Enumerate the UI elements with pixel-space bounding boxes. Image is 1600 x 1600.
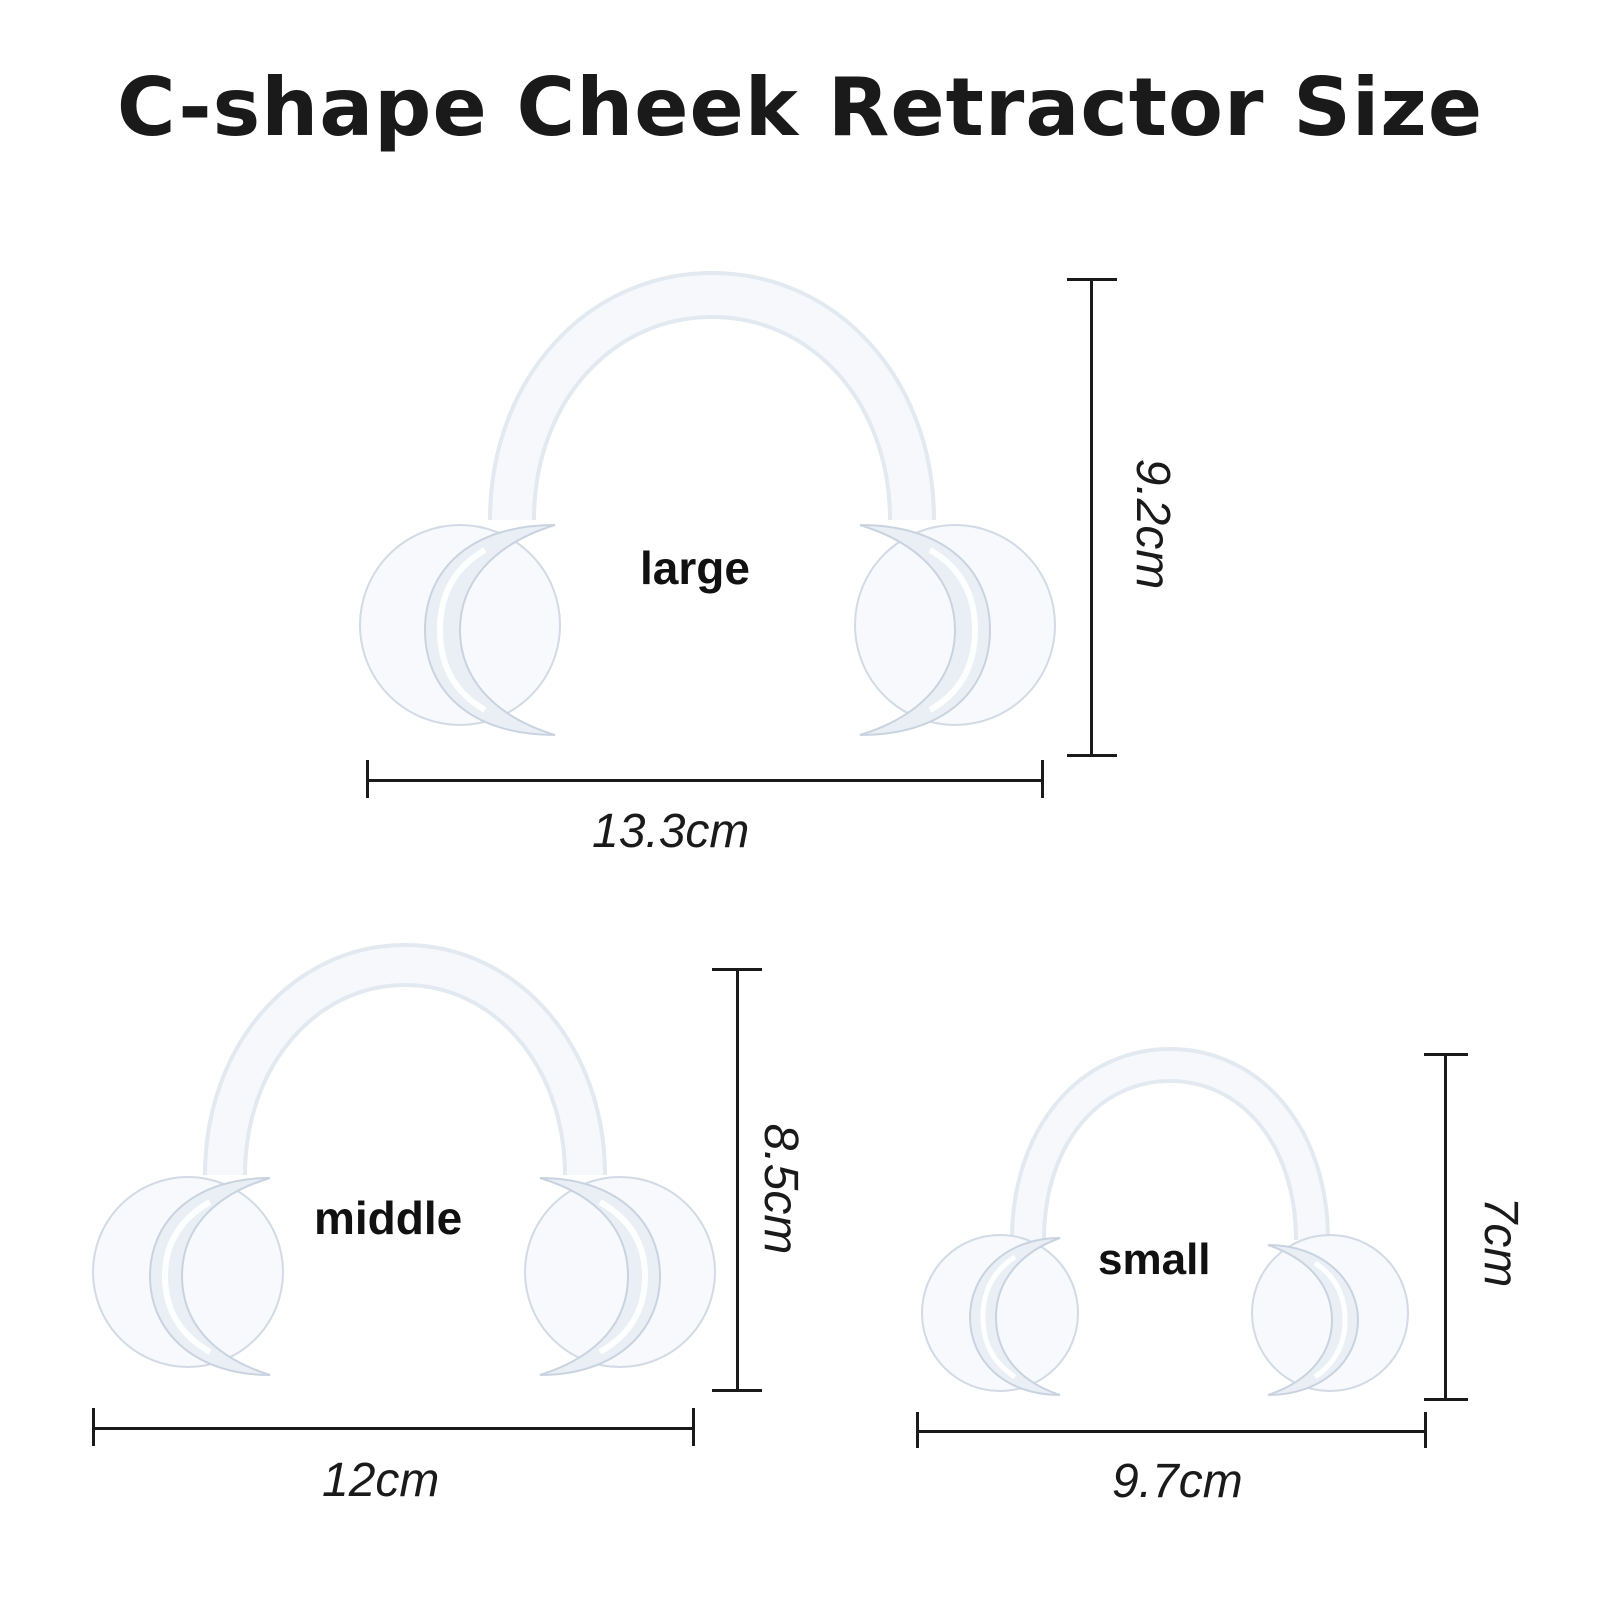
width-dimension-tick-left-large [366, 760, 369, 798]
height-value-middle: 8.5cm [754, 1123, 807, 1255]
width-value-small: 9.7cm [1112, 1455, 1243, 1508]
large-retractor-image [359, 270, 1056, 736]
height-value-large: 9.2cm [1126, 458, 1179, 590]
height-dimension-line-middle [736, 970, 739, 1390]
height-dimension-line-large [1090, 280, 1093, 755]
width-dimension-tick-left-small [916, 1412, 919, 1448]
page-title: C-shape Cheek Retractor Size [116, 61, 1484, 154]
height-dimension-tick-bottom-middle [712, 1389, 762, 1392]
height-dimension-tick-bottom-large [1067, 754, 1117, 757]
width-value-middle: 12cm [322, 1454, 440, 1507]
height-dimension-tick-top-middle [712, 968, 762, 971]
width-dimension-tick-right-middle [692, 1408, 695, 1446]
height-dimension-tick-bottom-small [1424, 1398, 1468, 1401]
middle-retractor-image [92, 942, 716, 1376]
height-dimension-line-small [1444, 1055, 1447, 1400]
height-value-small: 7cm [1474, 1196, 1527, 1288]
size-label-small: small [1098, 1235, 1211, 1284]
size-label-middle: middle [314, 1192, 463, 1244]
width-value-large: 13.3cm [592, 805, 750, 858]
height-dimension-tick-top-small [1424, 1053, 1468, 1056]
small-retractor-image [921, 1046, 1409, 1396]
width-dimension-tick-right-small [1424, 1412, 1427, 1448]
width-dimension-line-middle [94, 1427, 694, 1430]
width-dimension-tick-left-middle [92, 1408, 95, 1446]
width-dimension-line-large [368, 779, 1043, 782]
width-dimension-tick-right-large [1041, 760, 1044, 798]
height-dimension-tick-top-large [1067, 278, 1117, 281]
size-label-large: large [640, 542, 750, 594]
width-dimension-line-small [918, 1430, 1426, 1433]
